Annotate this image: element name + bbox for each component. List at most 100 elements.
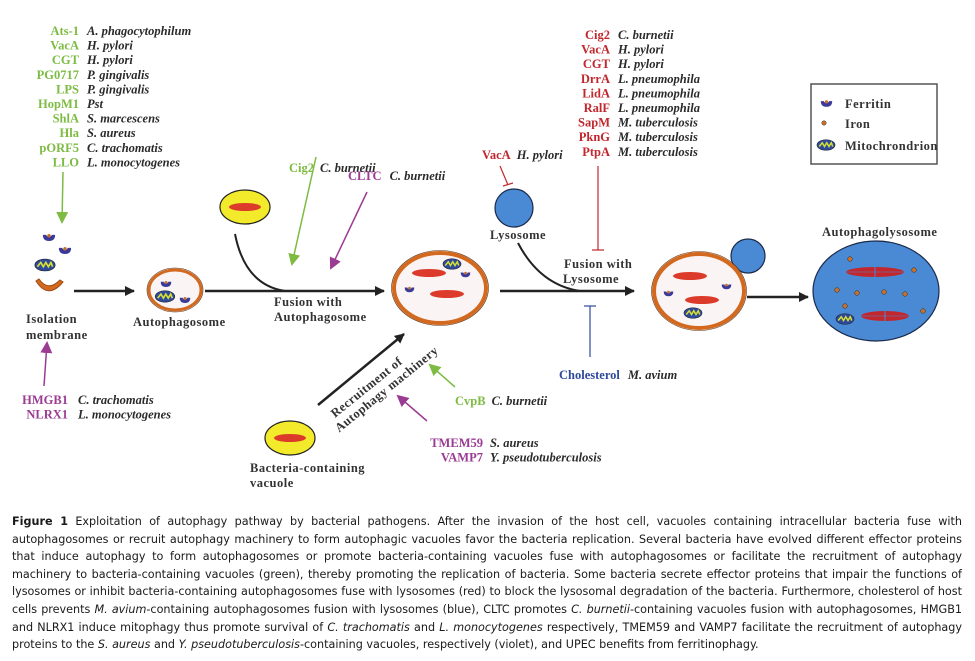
caption-text: Exploitation of autophagy pathway by bac… [12, 515, 962, 651]
legend-label-ferritin: Ferritin [845, 97, 891, 111]
autophagosome-label: Autophagosome [133, 315, 226, 329]
effector-protein: HopM1 [38, 97, 79, 111]
figure-caption: Figure 1 Exploitation of autophagy pathw… [12, 513, 962, 654]
iron-icon [821, 120, 827, 126]
bacterial-species: L. pneumophila [617, 86, 700, 100]
mitochondrion-icon [154, 290, 176, 303]
bacterial-species: Y. pseudotuberculosis [490, 451, 602, 465]
effector-protein: Hla [60, 126, 80, 140]
bacteria-containing-vacuole-top [219, 189, 271, 225]
bacterial-species: H. pylori [86, 53, 133, 67]
bacterial-species: H. pylori [86, 39, 133, 53]
bacterial-species: M. tuberculosis [617, 145, 698, 159]
autophagic-vacuole [391, 250, 489, 326]
bacterial-species: C. trachomatis [78, 393, 154, 407]
isolation-membrane-shape [35, 278, 64, 292]
bacterial-species: S. marcescens [87, 112, 160, 126]
bacterial-species: C. burnetii [618, 28, 674, 42]
bacterial-species: L. pneumophila [617, 72, 700, 86]
bacterial-species: M. tuberculosis [617, 130, 698, 144]
effector-protein: pORF5 [39, 141, 79, 155]
effector-protein: Cig2 [585, 28, 610, 42]
effector-protein: RalF [584, 101, 611, 115]
bacterial-species: H. pylori [617, 57, 664, 71]
red-inhibit-vaca-bar [502, 182, 514, 187]
effector-protein: TMEM59 [430, 436, 483, 450]
effector-protein: VacA [581, 43, 610, 57]
mitochondrion-icon [816, 139, 836, 151]
caption-segment: -containing vacuoles, respectively (viol… [299, 638, 759, 652]
caption-species: Y. pseudotuberculosis [178, 638, 300, 652]
effector-protein: VAMP7 [441, 451, 483, 465]
mitochondrion-icon [835, 313, 855, 325]
violet-arrow-cltc [329, 191, 368, 270]
bacterial-species: L. monocytogenes [77, 408, 171, 422]
recruitment-label: Recruitment ofAutophagy machinery [323, 332, 441, 435]
vacuole-fusing-lysosome [651, 238, 766, 331]
lysosome [494, 188, 534, 228]
bacterial-species: M. tuberculosis [617, 116, 698, 130]
caption-species: C. trachomatis [327, 620, 410, 634]
caption-species: M. avium [94, 602, 147, 616]
effector-protein: DrrA [581, 72, 610, 86]
legend: Ferritin Iron Mitochrondrion [810, 83, 938, 165]
effector-protein: LPS [56, 82, 79, 96]
caption-species: L. monocytogenes [439, 620, 543, 634]
bacterial-species: C. trachomatis [87, 141, 163, 155]
bacterial-species: P. gingivalis [87, 82, 149, 96]
bacterial-species: H. pylori [617, 43, 664, 57]
bacterial-species: S. aureus [490, 436, 539, 450]
effector-protein: HMGB1 [22, 393, 68, 407]
effector-protein: CGT [52, 53, 80, 67]
legend-label-mitochondrion: Mitochrondrion [845, 139, 938, 153]
effector-protein: NLRX1 [26, 408, 68, 422]
iron-particles [834, 256, 926, 314]
effector-protein: LLO [53, 155, 80, 169]
caption-segment: respectively, TMEM59 and VAMP7 facilitat… [12, 620, 962, 652]
mitochondrion-icon [442, 258, 462, 270]
effector-protein: SapM [578, 116, 610, 130]
violet-arrow-to-isolation [40, 341, 53, 387]
isolation-membrane-cluster [34, 234, 72, 292]
caption-segment: and [409, 620, 440, 634]
effector-protein: LidA [582, 86, 610, 100]
bacterial-species: Pst [87, 97, 104, 111]
curve-lysosome-to-fusion [517, 242, 581, 292]
mitochondrion-icon [683, 307, 703, 319]
caption-species: S. aureus [97, 638, 151, 652]
effector-protein: VacA [50, 39, 79, 53]
bacterial-species: A. phagocytophilum [86, 24, 191, 38]
figure-label: Figure 1 [12, 515, 69, 528]
mitochondrion-icon [34, 258, 56, 272]
lysosome-label: Lysosome [490, 228, 546, 242]
caption-species: C. burnetii [571, 602, 630, 616]
arrow-recruitment [317, 333, 405, 406]
bacterial-species: L. monocytogenes [86, 155, 180, 169]
ferritin-icon [42, 234, 56, 241]
legend-label-iron: Iron [845, 117, 870, 131]
caption-segment: -containing autophagosomes fusion with l… [146, 602, 572, 616]
green-arrow-to-isolation [56, 171, 69, 224]
caption-segment: Exploitation of autophagy pathway by bac… [12, 515, 962, 616]
bacteria-containing-vacuole-bottom [264, 420, 316, 456]
bacterial-species: P. gingivalis [87, 68, 149, 82]
caption-segment: and [150, 638, 179, 652]
autophagosome [146, 267, 204, 313]
caption-segment: -containing vacuoles fusion with autopha… [12, 602, 962, 634]
effector-protein: CGT [583, 57, 611, 71]
effector-protein: PG0717 [37, 68, 79, 82]
autophagolysosome-label: Autophagolysosome [822, 225, 937, 239]
effector-protein: ShlA [53, 112, 79, 126]
green-arrow-cig2 [288, 156, 317, 266]
